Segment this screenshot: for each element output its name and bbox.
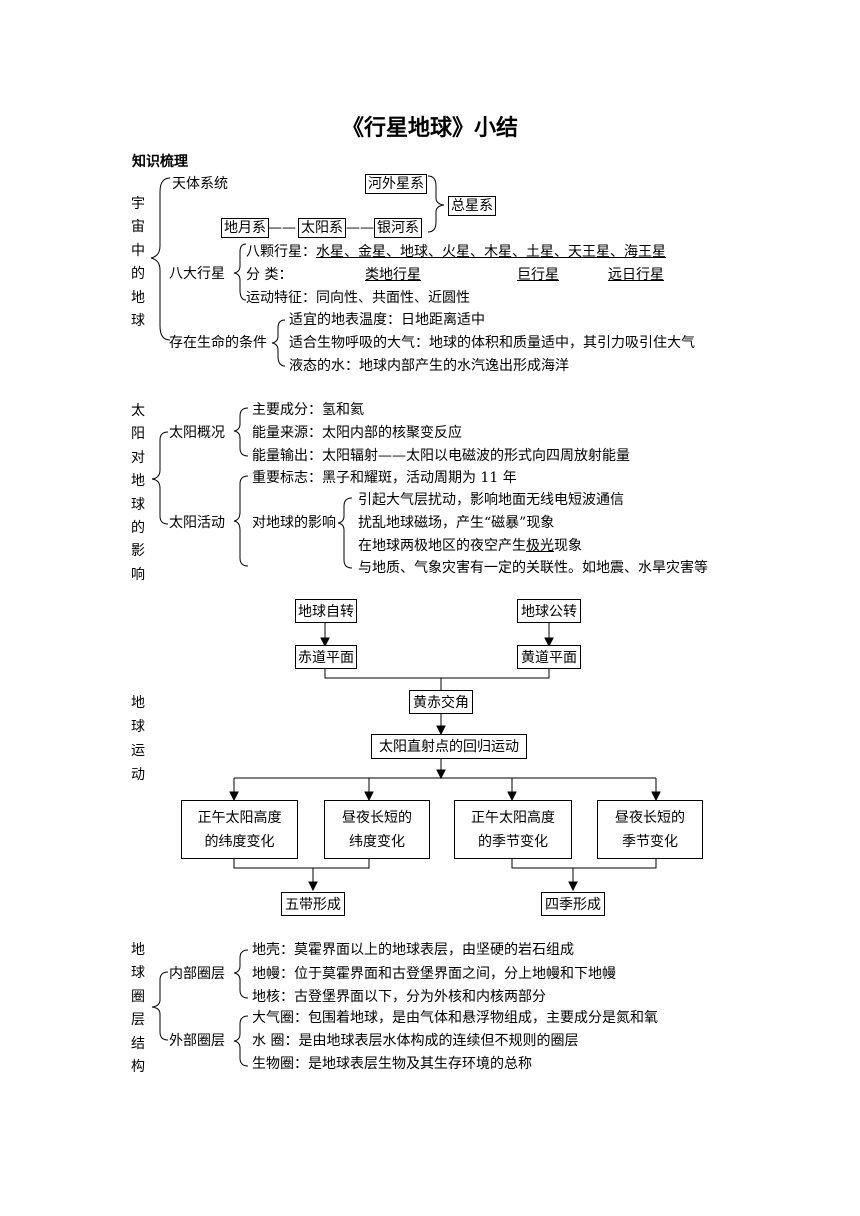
impact-3-aurora: 极光 [526,538,554,554]
dash-1: —— [268,220,296,236]
galaxy-box: 银河系 [374,218,422,238]
effect-4-line-1: 昼夜长短的 [615,810,685,826]
impact-label: 对地球的影响 [252,515,336,531]
sun-energy-source: 能量来源：太阳内部的核聚变反应 [252,425,462,441]
effect-box-2: 昼夜长短的 纬度变化 [324,800,430,859]
eight-planets-label: 八大行星 [169,266,225,282]
impact-3: 在地球两极地区的夜空产生极光现象 [358,537,582,555]
effect-4-line-2: 季节变化 [622,834,678,850]
celestial-system-label: 天体系统 [172,176,228,192]
side-label-universe: 宇宙中的地球 [131,196,145,330]
four-seasons-box: 四季形成 [541,892,605,916]
life-conditions-label: 存在生命的条件 [169,335,267,351]
rotation-box: 地球自转 [295,599,357,623]
effect-box-3: 正午太阳高度 的季节变化 [454,800,572,859]
sun-energy-output: 能量输出：太阳辐射——太阳以电磁波的形式向四周放射能量 [252,448,630,464]
total-galaxy-box: 总星系 [448,196,496,216]
milky-ext-box: 河外星系 [365,174,427,194]
equator-plane-box: 赤道平面 [295,645,357,669]
sun-composition: 主要成分：氢和氦 [252,402,364,418]
five-zones-box: 五带形成 [281,892,345,916]
effect-2-line-1: 昼夜长短的 [342,810,412,826]
life-condition-3: 液态的水：地球内部产生的水汽逸出形成海洋 [289,358,569,374]
obliquity-box: 黄赤交角 [409,690,473,714]
side-label-sun: 太阳对地球的影响 [131,403,145,583]
eight-planets-line: 八颗行星：水星、金星、地球、火星、木星、土星、天王星、海王星 [246,243,666,261]
sun-overview-label: 太阳概况 [169,425,225,441]
inner-layer-mantle: 地幔：位于莫霍界面和古登堡界面之间，分上地幔和下地幔 [252,966,616,982]
outer-layer-atmosphere: 大气圈：包围着地球，是由气体和悬浮物组成，主要成分是氮和氧 [252,1010,658,1026]
dash-2: —— [346,220,374,236]
outer-layers-label: 外部圈层 [169,1033,225,1049]
effect-1-line-2: 的纬度变化 [204,834,275,850]
impact-3-pre: 在地球两极地区的夜空产生 [358,538,526,554]
side-label-motion: 地球运动 [131,695,145,783]
inner-layer-crust: 地壳：莫霍界面以上的地球表层，由坚硬的岩石组成 [252,942,574,958]
earth-moon-box: 地月系 [221,218,269,238]
class-far: 远日行星 [608,267,664,283]
class-prefix: 分 类： [246,267,293,283]
life-condition-2: 适合生物呼吸的大气：地球的体积和质量适中，其引力吸引住大气 [289,335,695,351]
effect-2-line-2: 纬度变化 [349,834,405,850]
inner-layers-label: 内部圈层 [169,966,225,982]
effect-1-line-1: 正午太阳高度 [197,810,282,826]
life-condition-1: 适宜的地表温度：日地距离适中 [289,312,485,328]
outer-layer-biosphere: 生物圈：是地球表层生物及其生存环境的总称 [252,1056,532,1072]
class-giant: 巨行星 [517,267,559,283]
class-terrestrial: 类地行星 [365,267,421,283]
sun-activity-label: 太阳活动 [169,515,225,531]
effect-box-4: 昼夜长短的 季节变化 [597,800,703,859]
motion-features: 运动特征：同向性、共面性、近圆性 [246,290,470,306]
impact-2: 扰乱地球磁场，产生“磁暴”现象 [358,515,555,531]
eight-list: 水星、金星、地球、火星、木星、土星、天王星、海王星 [316,244,666,260]
effect-3-line-1: 正午太阳高度 [471,810,555,826]
eight-prefix: 八颗行星： [246,244,316,260]
effect-box-1: 正午太阳高度 的纬度变化 [181,800,298,859]
impact-4: 与地质、气象灾害有一定的关联性。如地震、水旱灾害等 [358,560,708,576]
page-title: 《行星地球》小结 [341,115,518,141]
outer-layer-hydrosphere: 水 圈：是由地球表层水体构成的连续但不规则的圈层 [252,1033,579,1049]
impact-3-post: 现象 [554,538,582,554]
subsolar-migration-box: 太阳直射点的回归运动 [371,734,527,759]
section-heading: 知识梳理 [132,154,188,170]
sun-activity-signs: 重要标志：黑子和耀斑，活动周期为 11 年 [252,470,517,486]
impact-1: 引起大气层扰动，影响地面无线电短波通信 [358,492,624,508]
effect-3-line-2: 的季节变化 [478,834,548,850]
solar-system-box: 太阳系 [298,218,346,238]
side-label-layers: 地球圈层结构 [131,942,145,1076]
inner-layer-core: 地核：古登堡界面以下，分为外核和内核两部分 [252,989,546,1005]
ecliptic-plane-box: 黄道平面 [517,645,581,669]
revolution-box: 地球公转 [517,599,581,623]
